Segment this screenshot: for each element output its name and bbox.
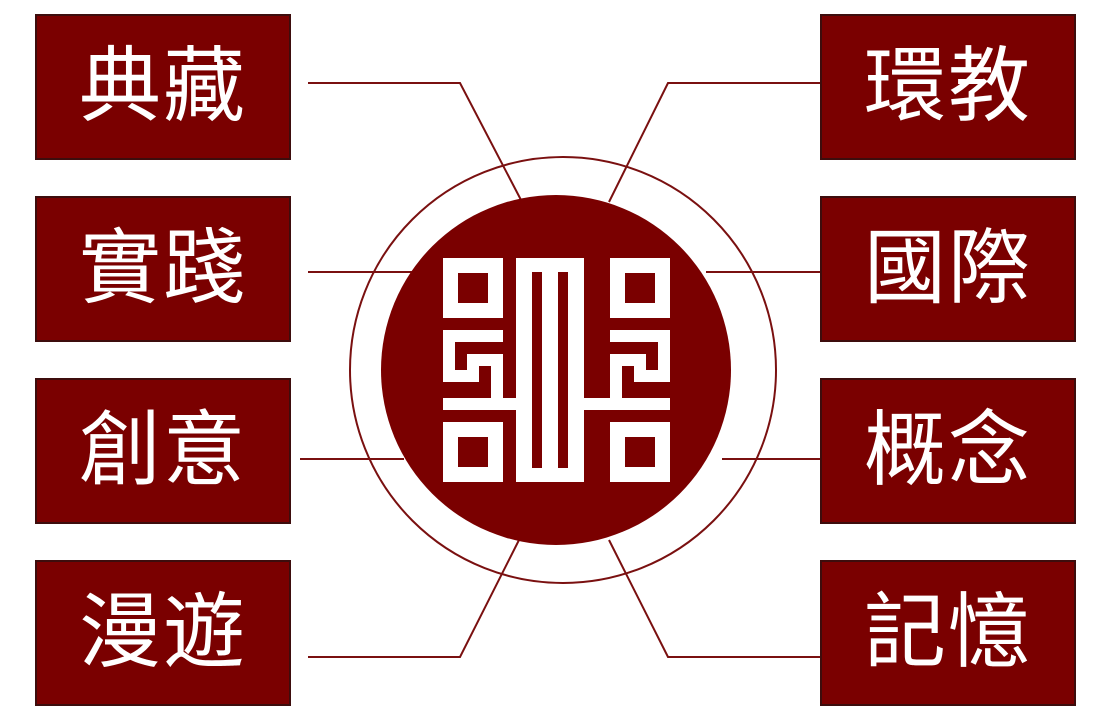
outer-ring (349, 156, 777, 584)
label-text: 記憶 (863, 585, 1032, 680)
label-text: 國際 (863, 221, 1032, 316)
label-box-left-1: 典藏 (35, 14, 291, 160)
label-text: 概念 (863, 403, 1032, 498)
label-text: 創意 (78, 403, 247, 498)
connector-left-1 (308, 82, 522, 201)
label-box-right-3: 概念 (820, 378, 1076, 524)
label-box-right-1: 環教 (820, 14, 1076, 160)
label-box-left-2: 實踐 (35, 196, 291, 342)
label-text: 環教 (863, 39, 1032, 134)
label-box-left-4: 漫遊 (35, 560, 291, 706)
square-kufic-seal-icon (443, 258, 670, 482)
connector-left-4 (308, 539, 520, 658)
label-box-right-4: 記憶 (820, 560, 1076, 706)
connectors (300, 82, 822, 658)
label-box-left-3: 創意 (35, 378, 291, 524)
label-text: 典藏 (78, 39, 247, 134)
label-text: 實踐 (78, 221, 247, 316)
label-text: 漫遊 (78, 585, 247, 680)
label-box-right-2: 國際 (820, 196, 1076, 342)
connector-right-4 (608, 539, 822, 658)
connector-right-1 (608, 82, 822, 203)
